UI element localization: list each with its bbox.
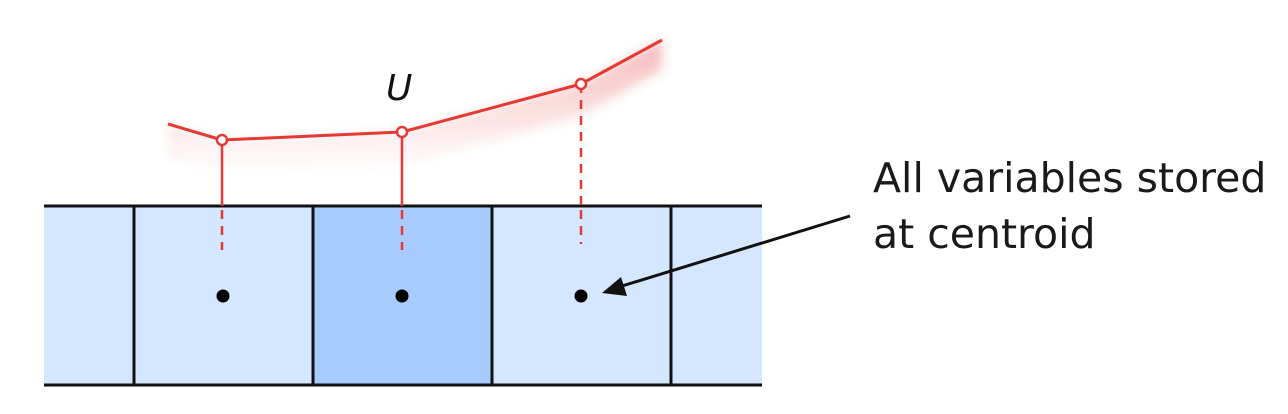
centroid-dot-1 bbox=[216, 289, 230, 303]
profile-node-1 bbox=[215, 133, 229, 147]
annotation-line-2: at centroid bbox=[873, 210, 1096, 258]
profile-node-2 bbox=[395, 125, 409, 139]
profile-node-3 bbox=[574, 77, 588, 91]
profile-glow bbox=[168, 40, 662, 172]
annotation-line-1: All variables stored bbox=[873, 154, 1267, 202]
annotation-arrow bbox=[602, 214, 851, 296]
variable-label: U bbox=[386, 68, 412, 109]
centroid-dot-2 bbox=[395, 289, 409, 303]
centroid-dot-3 bbox=[574, 289, 588, 303]
annotation-text: All variables stored at centroid bbox=[873, 150, 1283, 262]
profile-connectors bbox=[220, 84, 583, 250]
